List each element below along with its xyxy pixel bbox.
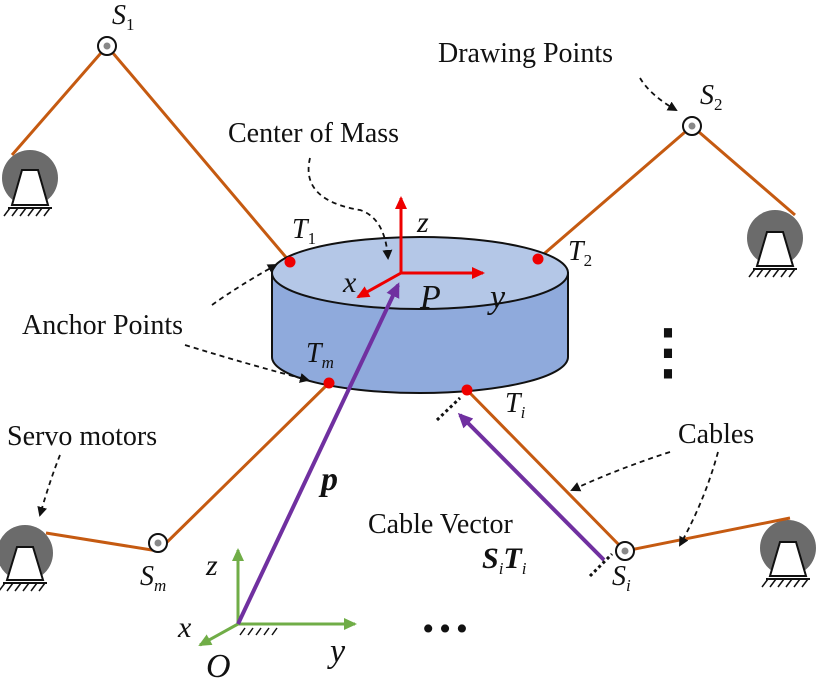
world-x-axis — [198, 622, 239, 647]
drawing-point-si — [615, 541, 635, 561]
drawing-point-s2 — [682, 116, 702, 136]
platform-x-label: x — [342, 266, 357, 299]
t1-label: T1 — [292, 214, 316, 248]
callout-arrows — [37, 77, 719, 547]
world-origin-label: O — [206, 648, 231, 681]
center-of-mass-label: Center of Mass — [228, 118, 399, 149]
platform-center-label: P — [419, 279, 441, 316]
cables-label: Cables — [678, 419, 754, 450]
anchor-point-tm — [323, 377, 335, 389]
anchor-point-t2 — [532, 253, 544, 265]
servo-motor-bottom-right — [760, 520, 816, 588]
cable-vector-dotted-top — [435, 396, 462, 422]
platform-x-axis — [356, 271, 402, 299]
anchor-point-ti — [461, 384, 473, 396]
position-vector-label: p — [318, 461, 338, 498]
world-z-label: z — [205, 549, 218, 582]
servo-motor-top-left — [2, 150, 58, 217]
drawing-points-arrow — [639, 77, 678, 111]
s1-label: S1 — [112, 0, 135, 34]
servo-motors-label: Servo motors — [7, 421, 157, 452]
servo-motor-top-right — [747, 210, 803, 278]
anchor-points-label: Anchor Points — [22, 310, 183, 341]
t2-label: T2 — [568, 236, 592, 270]
cables-arrow-left — [570, 451, 671, 492]
center-of-mass-arrow — [307, 157, 393, 260]
world-x-label: x — [177, 611, 192, 644]
drawing-point-s1 — [97, 36, 117, 56]
anchor-point-t1 — [284, 256, 296, 268]
anchor-points-arrow-upper — [211, 264, 278, 306]
si-label: Si — [612, 561, 631, 595]
platform-z-label: z — [416, 206, 429, 239]
world-frame — [198, 548, 357, 647]
position-vector-p — [236, 282, 400, 625]
ellipsis-bottom: … — [420, 587, 470, 643]
world-y-label: y — [327, 633, 346, 670]
siti-vector-label: SiTi — [482, 542, 527, 578]
tm-label: Tm — [306, 338, 334, 372]
servo-motors-arrow — [37, 454, 61, 517]
anchor-points-arrow-lower — [184, 344, 310, 383]
servo-motor-bottom-left — [0, 525, 53, 592]
platform-frame — [356, 196, 485, 299]
drawing-points-label: Drawing Points — [438, 38, 613, 69]
cable-1 — [10, 43, 292, 263]
cables-arrow-right — [679, 451, 719, 547]
cable-vector-dotted-bottom — [588, 552, 614, 578]
ti-label: Ti — [505, 388, 526, 422]
drawing-point-sm — [148, 533, 168, 553]
s2-label: S2 — [700, 80, 723, 114]
ground-hatch — [239, 627, 278, 636]
ellipsis-right: ⋮ — [638, 319, 698, 385]
sm-label: Sm — [140, 561, 166, 595]
cable-vector-label: Cable Vector — [368, 509, 514, 540]
cable-vector-siti — [457, 412, 606, 562]
platform-y-label: y — [487, 279, 506, 316]
